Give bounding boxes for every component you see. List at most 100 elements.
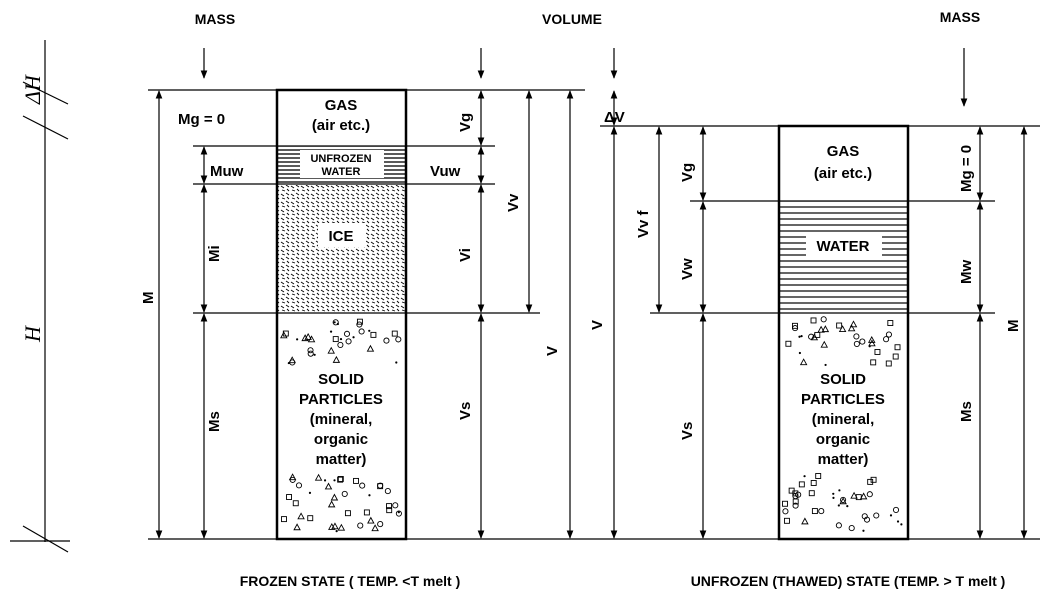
unfrozen-vw-label: Vw — [679, 258, 696, 280]
particle-mark — [328, 348, 334, 354]
unfrozen-v-label: V — [589, 320, 606, 330]
frozen-particles-top — [281, 319, 401, 365]
particle-mark — [354, 478, 359, 483]
height-scale: ΔH H — [10, 40, 70, 552]
unfrozen-column — [779, 126, 908, 539]
particle-mark — [802, 518, 808, 524]
particle-mark — [783, 501, 788, 506]
unfrozen-vg-label: Vg — [679, 163, 696, 182]
frozen-vv-label: Vv — [505, 193, 522, 212]
particle-mark — [871, 360, 876, 365]
particle-mark — [862, 530, 864, 532]
frozen-water-label: WATER — [322, 166, 361, 178]
particle-mark — [326, 483, 332, 489]
particle-mark — [799, 352, 801, 354]
particle-mark — [900, 523, 902, 525]
particle-mark — [338, 525, 344, 531]
particle-mark — [783, 509, 788, 514]
frozen-gas-sub: (air etc.) — [312, 117, 370, 134]
particle-mark — [809, 491, 814, 496]
particle-mark — [368, 330, 370, 332]
frozen-gas-label: GAS — [325, 97, 358, 114]
frozen-mi-label: Mi — [206, 245, 223, 262]
particle-mark — [821, 317, 826, 322]
water-label: WATER — [816, 238, 869, 255]
particle-mark — [832, 497, 834, 499]
svg-text:matter): matter) — [818, 451, 869, 468]
particle-mark — [367, 346, 373, 352]
unfrozen-caption: UNFROZEN (THAWED) STATE (TEMP. > T melt … — [691, 573, 1006, 589]
particle-mark — [392, 331, 397, 336]
particle-mark — [329, 501, 335, 507]
particle-mark — [337, 323, 339, 325]
particle-mark — [308, 516, 313, 521]
particle-mark — [836, 523, 841, 528]
svg-text:PARTICLES: PARTICLES — [801, 391, 885, 408]
particle-mark — [824, 364, 826, 366]
particle-mark — [801, 359, 807, 365]
svg-text:organic: organic — [314, 431, 368, 448]
particle-mark — [832, 493, 834, 495]
unfrozen-particles-bottom — [783, 474, 903, 532]
frozen-caption: FROZEN STATE ( TEMP. <T melt ) — [240, 573, 461, 589]
particle-mark — [860, 339, 865, 344]
particle-mark — [336, 530, 338, 532]
particle-mark — [338, 342, 343, 347]
unfrozen-gas-label: GAS — [827, 143, 860, 160]
header-volume: VOLUME — [542, 11, 602, 27]
particle-mark — [897, 520, 899, 522]
particle-mark — [298, 513, 304, 519]
particle-mark — [359, 329, 364, 334]
particle-mark — [393, 503, 398, 508]
svg-text:PARTICLES: PARTICLES — [299, 391, 383, 408]
particle-mark — [316, 475, 322, 481]
frozen-vg-label: Vg — [457, 113, 474, 132]
particle-mark — [846, 505, 848, 507]
frozen-particles-bottom — [281, 474, 401, 532]
particle-mark — [372, 525, 378, 531]
particle-mark — [893, 507, 898, 512]
particle-mark — [875, 349, 880, 354]
h-label: H — [20, 325, 45, 343]
svg-text:SOLID: SOLID — [318, 371, 364, 388]
delta-h-label: ΔH — [20, 74, 45, 105]
svg-text:matter): matter) — [316, 451, 367, 468]
particle-mark — [371, 332, 376, 337]
particle-mark — [368, 494, 370, 496]
frozen-solid-text: SOLID PARTICLES (mineral, organic matter… — [299, 371, 383, 468]
particle-mark — [786, 341, 791, 346]
particle-mark — [281, 517, 286, 522]
particle-mark — [331, 495, 337, 501]
unfrozen-particles-top — [786, 317, 900, 366]
particle-mark — [838, 504, 840, 506]
particle-mark — [360, 483, 365, 488]
particle-mark — [812, 509, 817, 514]
unfrozen-gas-sub: (air etc.) — [814, 165, 872, 182]
unfrozen-m-label: M — [1005, 320, 1022, 333]
ice-label: ICE — [328, 228, 353, 245]
particle-mark — [811, 480, 816, 485]
particle-mark — [324, 479, 326, 481]
particle-mark — [803, 475, 805, 477]
particle-mark — [798, 336, 800, 338]
particle-mark — [888, 321, 893, 326]
particle-mark — [867, 492, 872, 497]
frozen-unfrozen-label: UNFROZEN — [310, 153, 371, 165]
particle-mark — [314, 354, 316, 356]
particle-mark — [345, 511, 350, 516]
frozen-vi-label: Vi — [457, 248, 474, 262]
unfrozen-vvf-label: Vv f — [635, 209, 652, 238]
particle-mark — [854, 334, 859, 339]
svg-text:organic: organic — [816, 431, 870, 448]
frozen-vuw-label: Vuw — [430, 163, 461, 180]
particle-mark — [893, 354, 898, 359]
unfrozen-mg0-label: Mg = 0 — [958, 145, 975, 192]
svg-text:(mineral,: (mineral, — [310, 411, 373, 428]
particle-mark — [784, 518, 789, 523]
delta-v-label: ΔV — [604, 109, 625, 126]
particle-mark — [281, 332, 287, 338]
frozen-m-label: M — [140, 292, 157, 305]
particle-mark — [874, 513, 879, 518]
frozen-v-label: V — [544, 346, 561, 356]
